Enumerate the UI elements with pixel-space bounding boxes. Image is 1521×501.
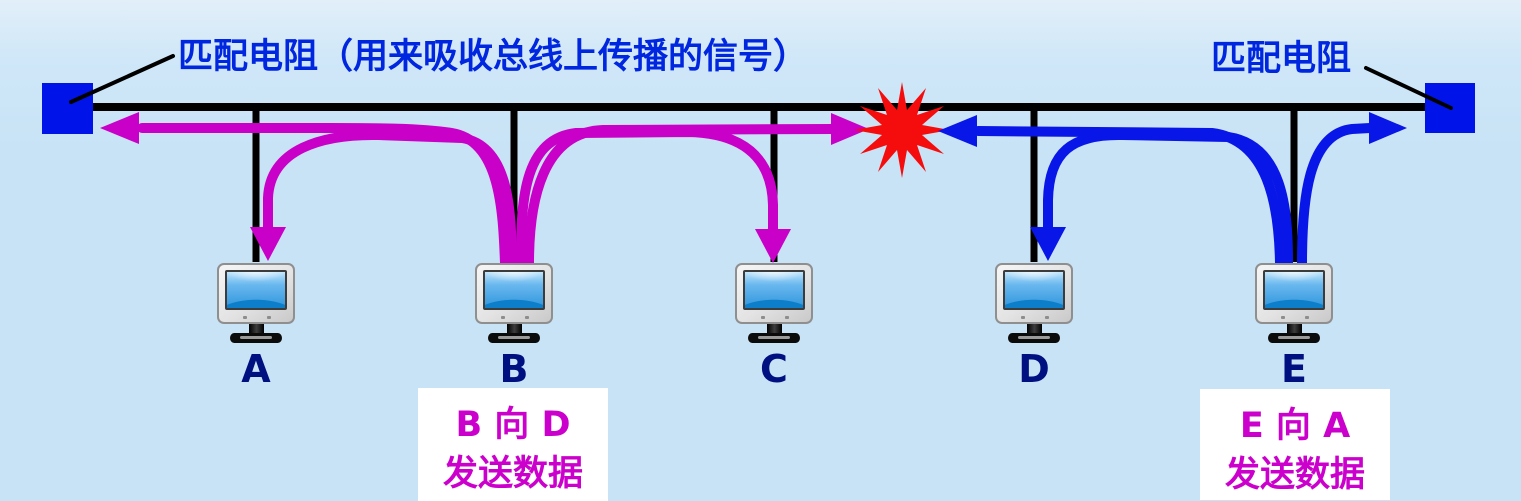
computer-monitor-icon [475, 263, 553, 324]
node-label-d: D [1018, 347, 1050, 391]
monitor-button [1045, 316, 1049, 319]
signal-path-b-to-a [263, 129, 517, 268]
monitor-stand [1286, 323, 1302, 333]
monitor-button [243, 316, 247, 319]
arrowhead-e-at-collision [938, 115, 977, 147]
signal-path-b-to-collision [524, 124, 838, 268]
computer-e: E [1239, 263, 1349, 388]
monitor-base [230, 333, 282, 343]
computer-monitor-icon [217, 263, 295, 324]
callout-line-1: E 向 A [1239, 406, 1351, 446]
monitor-base [748, 333, 800, 343]
computer-monitor-icon [995, 263, 1073, 324]
callout-line-1: B 向 D [455, 405, 571, 445]
monitor-stand [766, 323, 782, 333]
computer-monitor-icon [1255, 263, 1333, 324]
left-label-pointer-line [69, 54, 175, 104]
monitor-button [525, 316, 529, 319]
left-resistor-label: 匹配电阻（用来吸收总线上传播的信号） [178, 37, 809, 77]
callout-line-2: 发送数据 [1224, 455, 1365, 495]
monitor-screen [483, 270, 545, 310]
monitor-base [1008, 333, 1060, 343]
monitor-screen [225, 270, 287, 310]
computer-b: B [459, 263, 569, 388]
monitor-base [1268, 333, 1320, 343]
e-signal-group [973, 123, 1375, 268]
monitor-button [267, 316, 271, 319]
node-label-e: E [1281, 347, 1307, 391]
collision-starburst [854, 82, 950, 178]
arrowhead-to-d [1030, 227, 1066, 261]
monitor-button [785, 316, 789, 319]
computer-monitor-icon [735, 263, 813, 324]
node-label-a: A [241, 347, 271, 391]
computer-c: C [719, 263, 829, 388]
monitor-button [1305, 316, 1309, 319]
monitor-button [761, 316, 765, 319]
callout-b-sends-to-d: B 向 D 发送数据 [418, 388, 608, 501]
monitor-button [501, 316, 505, 319]
callout-e-sends-to-a: E 向 A 发送数据 [1200, 389, 1390, 500]
monitor-screen [1003, 270, 1065, 310]
callout-line-2: 发送数据 [442, 454, 583, 494]
monitor-screen [743, 270, 805, 310]
arrowhead-to-a [250, 227, 286, 261]
e-signal-arrowheads [938, 112, 1407, 261]
monitor-stand [248, 323, 264, 333]
arrowhead-to-c [755, 229, 791, 263]
left-terminator-block [42, 83, 93, 134]
arrowhead-right-terminator [1369, 112, 1407, 144]
monitor-button [1281, 316, 1285, 319]
right-resistor-label: 匹配电阻 [1211, 39, 1352, 79]
computer-d: D [979, 263, 1089, 388]
node-label-b: B [499, 347, 529, 391]
arrowhead-left-terminator [100, 112, 139, 144]
monitor-base [488, 333, 540, 343]
signal-path-e-to-collision [973, 126, 1285, 268]
monitor-button [1021, 316, 1025, 319]
monitor-stand [1026, 323, 1042, 333]
right-label-pointer-line [1364, 66, 1453, 110]
arrowhead-b-at-collision [831, 113, 869, 145]
signal-path-b-to-left-terminator [137, 123, 510, 268]
monitor-stand [506, 323, 522, 333]
signal-path-e-to-d [1043, 129, 1293, 268]
b-signal-group [137, 123, 838, 268]
computer-a: A [201, 263, 311, 388]
b-signal-arrowheads [100, 112, 869, 263]
monitor-screen [1263, 270, 1325, 310]
node-label-c: C [760, 347, 788, 391]
signal-path-e-to-right-terminator [1297, 123, 1375, 268]
